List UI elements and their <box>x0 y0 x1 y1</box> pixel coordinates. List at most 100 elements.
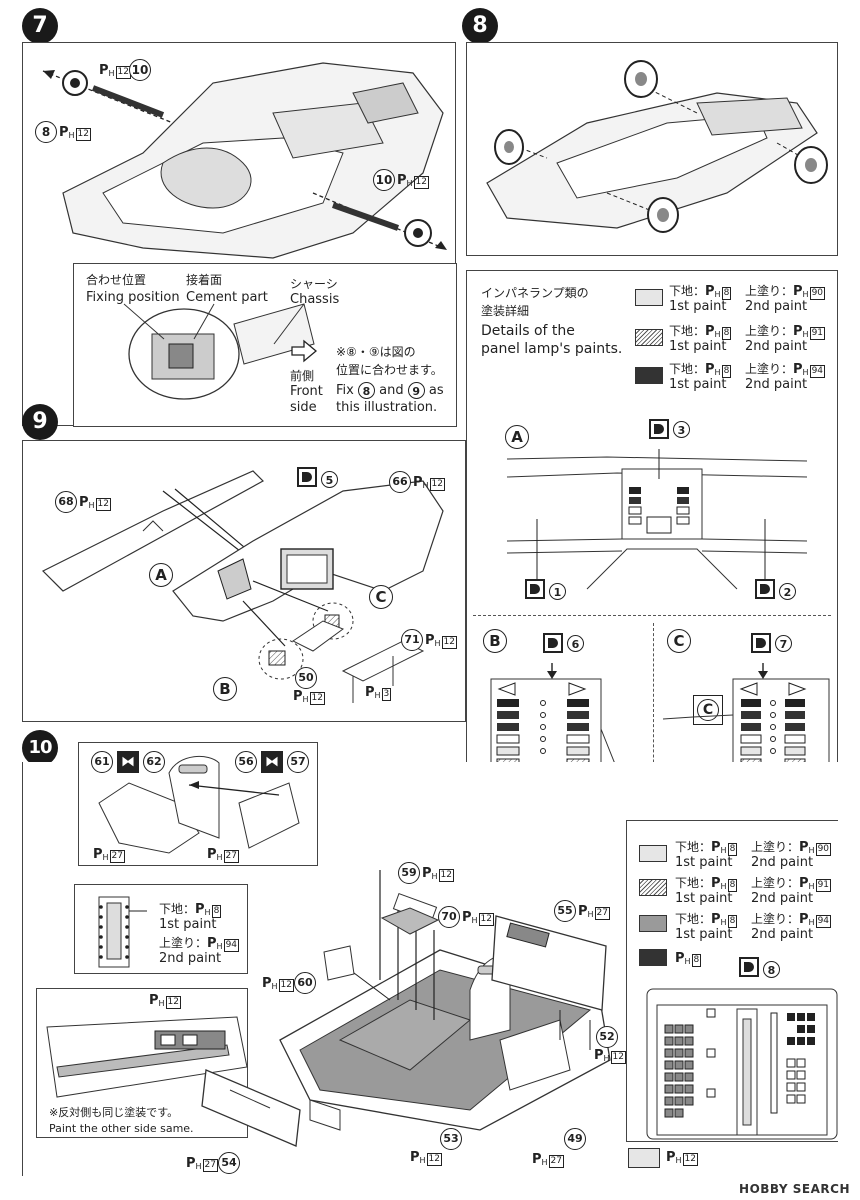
step-10-part-56: 56 <box>235 751 257 773</box>
step-10-part-60: 60 <box>294 972 316 994</box>
s10-legend3-first: 1st paint <box>675 927 733 942</box>
chassis-jp: シャーシ <box>290 277 338 291</box>
decal-8-number: 8 <box>763 959 780 978</box>
step-10-part-62: 62 <box>143 751 165 773</box>
decal-icon-3 <box>649 419 669 439</box>
legend1-first: 1st paint <box>669 299 727 314</box>
front-arrow-icon <box>291 339 318 363</box>
door-detail-drawing <box>46 1016 248 1098</box>
step-10-part-59: 59 <box>398 862 420 884</box>
console-70-drawing <box>380 907 440 935</box>
decal-7-number: 7 <box>775 633 792 652</box>
front-side-jp: 前側 <box>290 369 315 383</box>
decal-1-number: 1 <box>549 581 566 600</box>
legend1-second: 2nd paint <box>745 299 808 314</box>
note-en-1: Fix 8 and 9 as <box>336 382 444 399</box>
decal-5-number: 5 <box>321 469 338 488</box>
step-10-part-54: 54 <box>218 1152 240 1174</box>
panel-lamp-paint-detail: インパネランプ類の 塗装詳細 Details of the panel lamp… <box>466 270 838 810</box>
bracket-60-drawing <box>323 945 355 981</box>
step-9-label-c: C <box>369 585 393 609</box>
door-panel-55-drawing <box>491 915 607 1011</box>
bottom-swatch-ph12 <box>628 1148 660 1168</box>
panel-a-drawing <box>506 449 808 590</box>
step-7-chassis-drawing <box>42 62 447 259</box>
detail-label-b: B <box>483 629 507 653</box>
s10-legend1-first: 1st paint <box>675 855 733 870</box>
step-9-label-b: B <box>213 677 237 701</box>
decal-icon-2 <box>755 579 775 599</box>
door-note-jp: ※反対側も同じ塗装です。 <box>49 1106 179 1119</box>
detail-label-c-square: C <box>693 695 723 725</box>
legend-swatch-dark <box>635 367 663 384</box>
step-8-number: 8 <box>462 8 498 44</box>
seat-drawing <box>98 755 300 854</box>
s10-legend2-second: 2nd paint <box>751 891 814 906</box>
step-7-part-8: 8 <box>35 121 57 143</box>
console-strip-drawing <box>98 896 147 968</box>
legend-swatch-light <box>635 289 663 306</box>
note-jp-1: ※⑧・⑨は図の <box>336 345 416 359</box>
cement-part-jp: 接着面 <box>186 273 223 287</box>
fixing-position-en: Fixing position <box>86 290 180 305</box>
s10-legend-swatch-dark <box>639 949 667 966</box>
legend3-first: 1st paint <box>669 377 727 392</box>
note-en-2: this illustration. <box>336 400 438 415</box>
step-10-part-53: 53 <box>440 1128 462 1150</box>
legend-swatch-hatch <box>635 329 663 346</box>
decal-icon-7 <box>751 633 771 653</box>
front-side-en-1: Front <box>290 384 323 399</box>
step-9-part-71: 71 <box>401 629 423 651</box>
step-7-part-10-top: 10 <box>129 59 151 81</box>
cement-part-en: Cement part <box>186 290 268 305</box>
step-10-part-57: 57 <box>287 751 309 773</box>
decal-icon-5 <box>297 467 317 487</box>
pair-icon: ⧓ <box>117 751 139 773</box>
chassis-en: Chassis <box>290 292 340 307</box>
step-7-detail-box: 合わせ位置 Fixing position 接着面 Cement part シャ… <box>73 263 457 427</box>
step-10-part-70: 70 <box>438 906 460 928</box>
detail-label-a: A <box>505 425 529 449</box>
strip-second-paint: 2nd paint <box>159 951 222 966</box>
step-10-part-55: 55 <box>554 900 576 922</box>
fixing-detail-drawing <box>123 303 315 400</box>
step-9-part-66: 66 <box>389 471 411 493</box>
step-10-part-49: 49 <box>564 1128 586 1150</box>
detail-label-c: C <box>667 629 691 653</box>
s10-legend3-second: 2nd paint <box>751 927 814 942</box>
